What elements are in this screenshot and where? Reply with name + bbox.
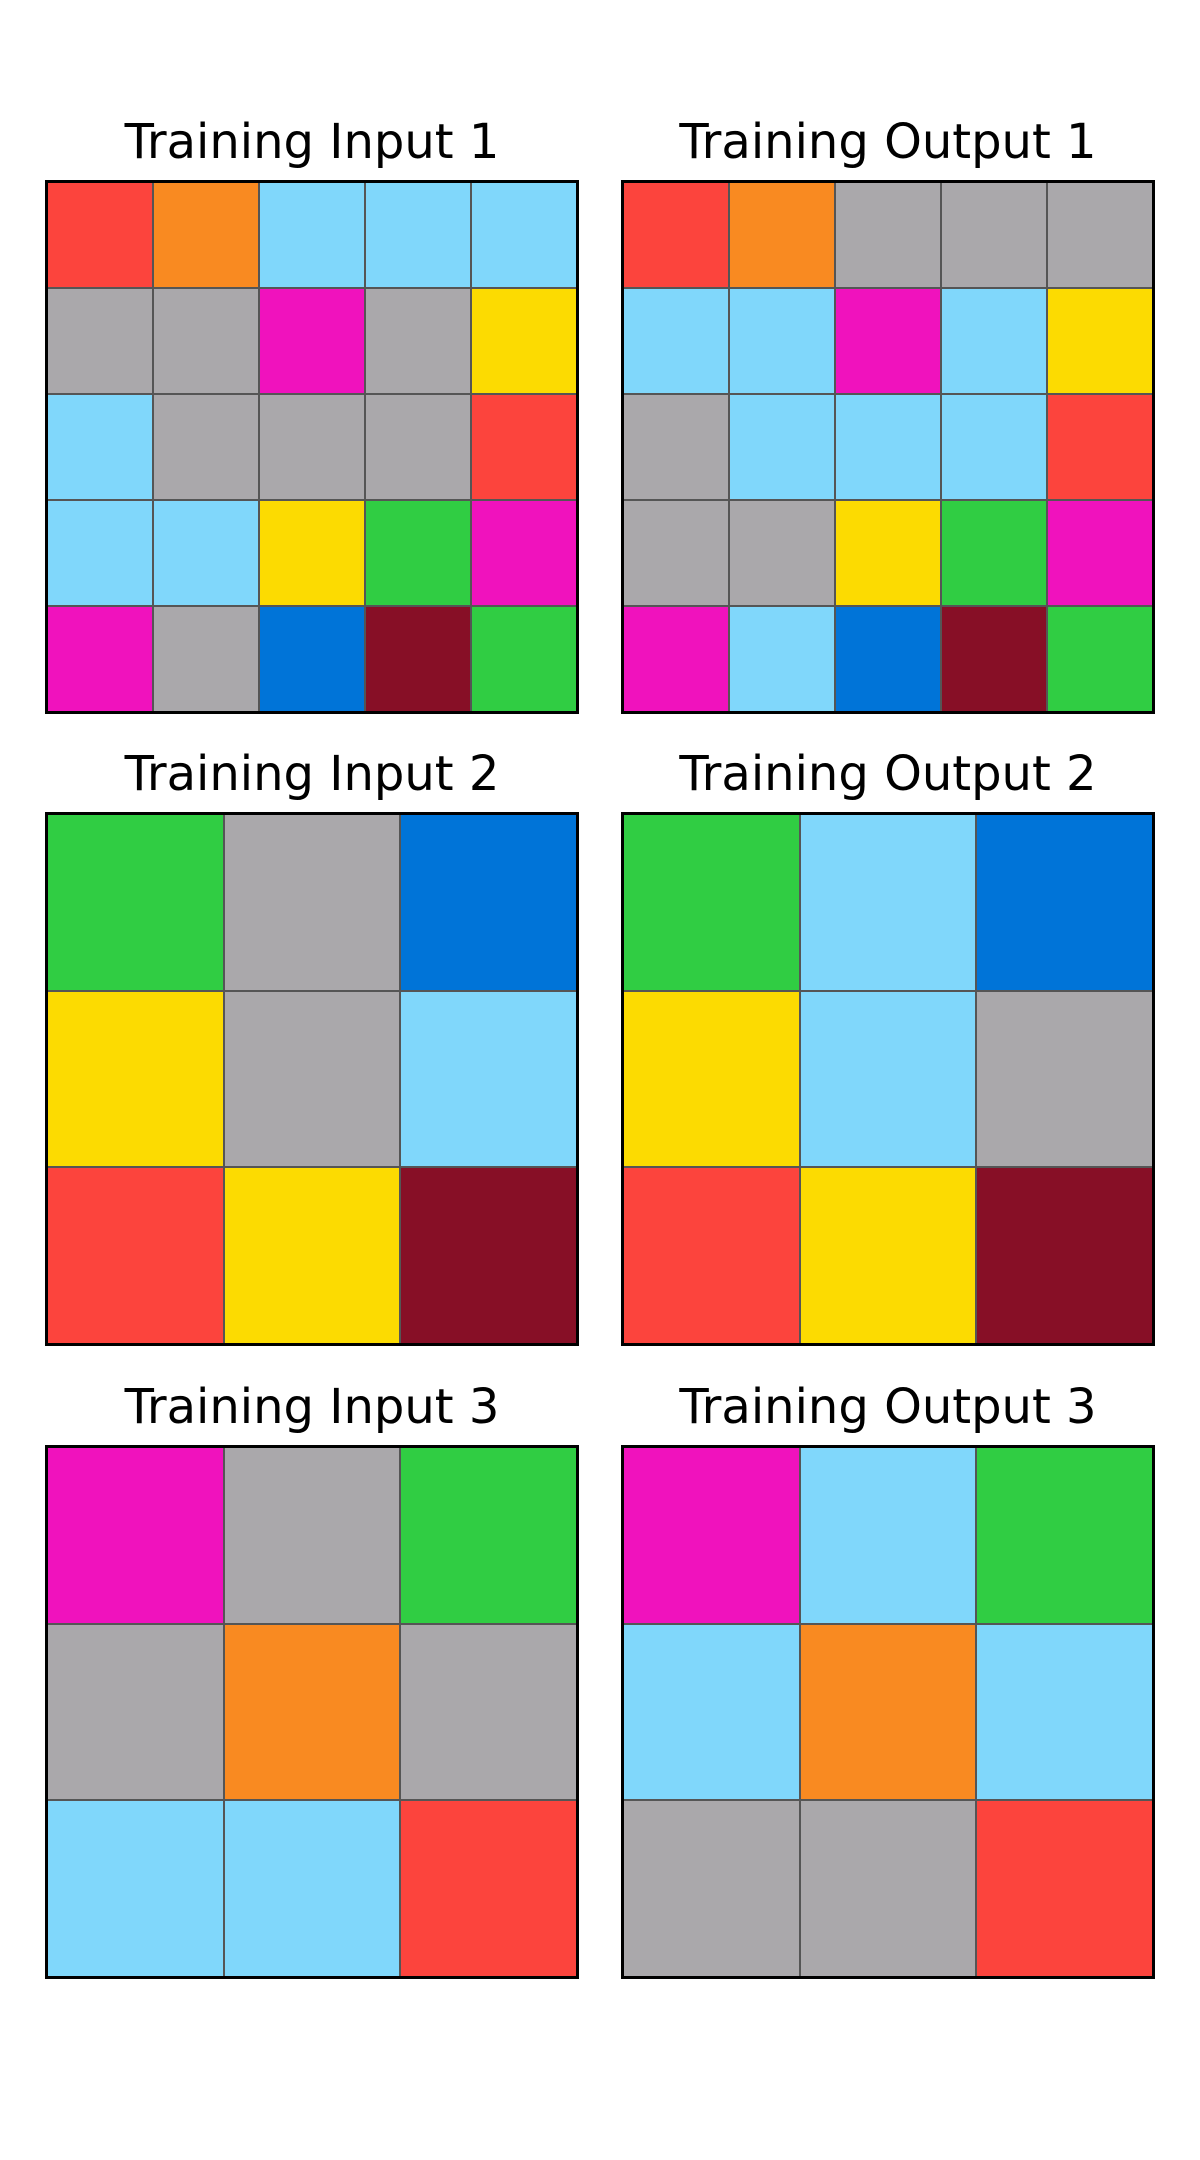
training-output-3-title: Training Output 3 [679,1379,1097,1435]
grid-cell [154,607,258,711]
training-output-2-grid [621,812,1155,1346]
grid-cell [942,183,1046,287]
grid-cell [977,1801,1152,1976]
grid-cell [472,395,576,499]
grid-cell [730,183,834,287]
grid-cell [48,1801,223,1976]
training-output-2-title: Training Output 2 [679,746,1097,802]
grid-cell [366,289,470,393]
grid-cell [401,991,576,1167]
training-output-1-grid [621,180,1155,714]
grid-cell [48,1168,223,1343]
grid-cell [624,501,728,605]
grid-cell [800,1624,976,1800]
grid-cell [977,1168,1152,1343]
grid-cell [366,501,470,605]
grid-cell [800,991,976,1167]
grid-cell [1048,289,1152,393]
grid-cell [48,991,223,1167]
grid-cell [624,1624,799,1800]
grid-cell [730,607,834,711]
training-input-2-grid [45,812,579,1346]
grid-cell [224,815,400,990]
grid-cell [366,395,470,499]
grid-cell [800,815,976,990]
grid-cell [836,289,940,393]
grid-cell [224,1448,400,1623]
grid-cell [401,815,576,990]
grid-cell [260,289,364,393]
grid-cell [154,501,258,605]
training-input-2-title: Training Input 2 [124,746,500,802]
grid-cell [366,183,470,287]
grid-cell [800,1801,976,1976]
grid-cell [48,289,152,393]
grid-cell [260,183,364,287]
grid-cell [48,395,152,499]
grid-cell [472,289,576,393]
grid-cell [942,395,1046,499]
grid-cell [224,1624,400,1800]
grid-cell [260,607,364,711]
grid-cell [977,1448,1152,1623]
grid-cell [472,183,576,287]
grid-cell [836,183,940,287]
grid-cell [154,183,258,287]
grid-cell [48,1624,223,1800]
grid-cell [48,183,152,287]
grid-cell [48,607,152,711]
grid-cell [224,1168,400,1343]
training-output-3-grid [621,1445,1155,1979]
grid-cell [260,501,364,605]
grid-cell [977,815,1152,990]
grid-cell [942,501,1046,605]
grid-cell [624,183,728,287]
training-input-1-grid [45,180,579,714]
grid-cell [624,1448,799,1623]
grid-cell [1048,607,1152,711]
grid-cell [401,1448,576,1623]
grid-cell [624,815,799,990]
grid-cell [224,1801,400,1976]
grid-cell [942,289,1046,393]
grid-cell [472,607,576,711]
grid-cell [942,607,1046,711]
grid-cell [154,289,258,393]
training-output-1-title: Training Output 1 [679,114,1097,170]
grid-cell [401,1168,576,1343]
training-input-1-title: Training Input 1 [124,114,500,170]
grid-cell [836,607,940,711]
grid-cell [472,501,576,605]
grid-cell [624,1168,799,1343]
grid-cell [1048,395,1152,499]
training-input-3-title: Training Input 3 [124,1379,500,1435]
grid-cell [366,607,470,711]
grid-cell [401,1624,576,1800]
grid-cell [624,991,799,1167]
grid-cell [48,501,152,605]
grid-cell [401,1801,576,1976]
grid-cell [836,501,940,605]
grid-cell [260,395,364,499]
grid-cell [730,395,834,499]
grid-cell [977,991,1152,1167]
training-input-3-grid [45,1445,579,1979]
grid-cell [624,1801,799,1976]
grid-cell [624,607,728,711]
grid-cell [800,1168,976,1343]
grid-cell [624,289,728,393]
grid-cell [48,815,223,990]
grid-cell [624,395,728,499]
grid-cell [224,991,400,1167]
grid-cell [730,289,834,393]
grid-cell [977,1624,1152,1800]
grid-cell [1048,501,1152,605]
grid-cell [730,501,834,605]
grid-cell [800,1448,976,1623]
grid-cell [48,1448,223,1623]
grid-cell [154,395,258,499]
grid-cell [836,395,940,499]
grid-cell [1048,183,1152,287]
